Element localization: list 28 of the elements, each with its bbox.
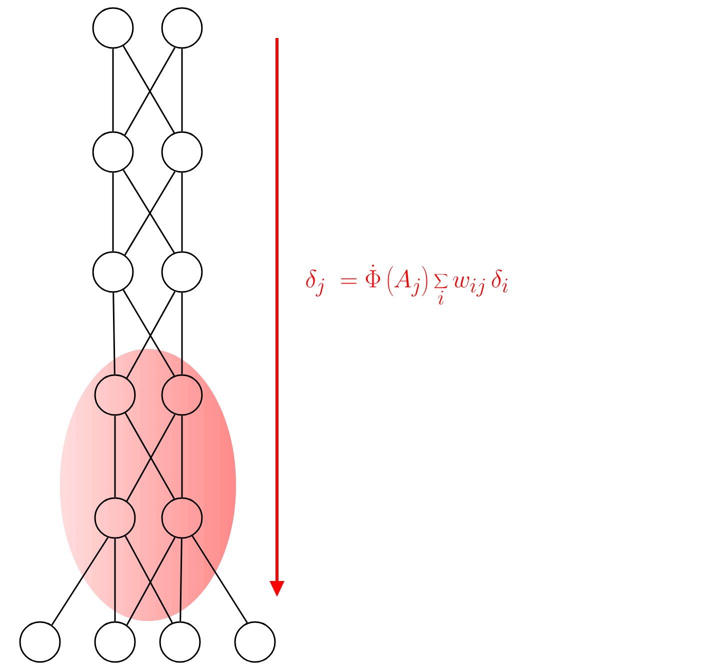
neuron-circle [92, 131, 134, 173]
connection-line [112, 48, 114, 132]
connection-line [51, 537, 109, 626]
highlight-ellipse [60, 349, 236, 621]
connection-line [114, 416, 116, 498]
connection-line [180, 538, 182, 622]
neuron-circle [161, 251, 203, 293]
neuron-circle [161, 7, 203, 49]
connection-line [181, 48, 183, 132]
formula: $\delta_{j} \;= \dot{\Phi}\left(A_{j}\right)\sum_{i} w_{ij}\,\delta_{i}$ [306, 264, 508, 305]
connection-line [112, 172, 114, 252]
neuron-circle [19, 621, 61, 663]
neuron-circle [94, 374, 136, 416]
neuron-circle [161, 131, 203, 173]
neuron-circle [234, 621, 276, 663]
connection-line [181, 292, 183, 374]
neuron-circle [94, 621, 136, 663]
neuron-circle [159, 621, 201, 663]
neuron-circle [94, 497, 136, 539]
neuron-circle [161, 497, 203, 539]
connection-line [181, 416, 183, 498]
neuron-circle [92, 251, 134, 293]
connection-line [112, 292, 116, 374]
connection-line [114, 538, 116, 622]
neuron-circle [92, 7, 134, 49]
neuron-circle [161, 374, 203, 416]
connection-line [192, 536, 248, 624]
connection-line [181, 172, 183, 252]
